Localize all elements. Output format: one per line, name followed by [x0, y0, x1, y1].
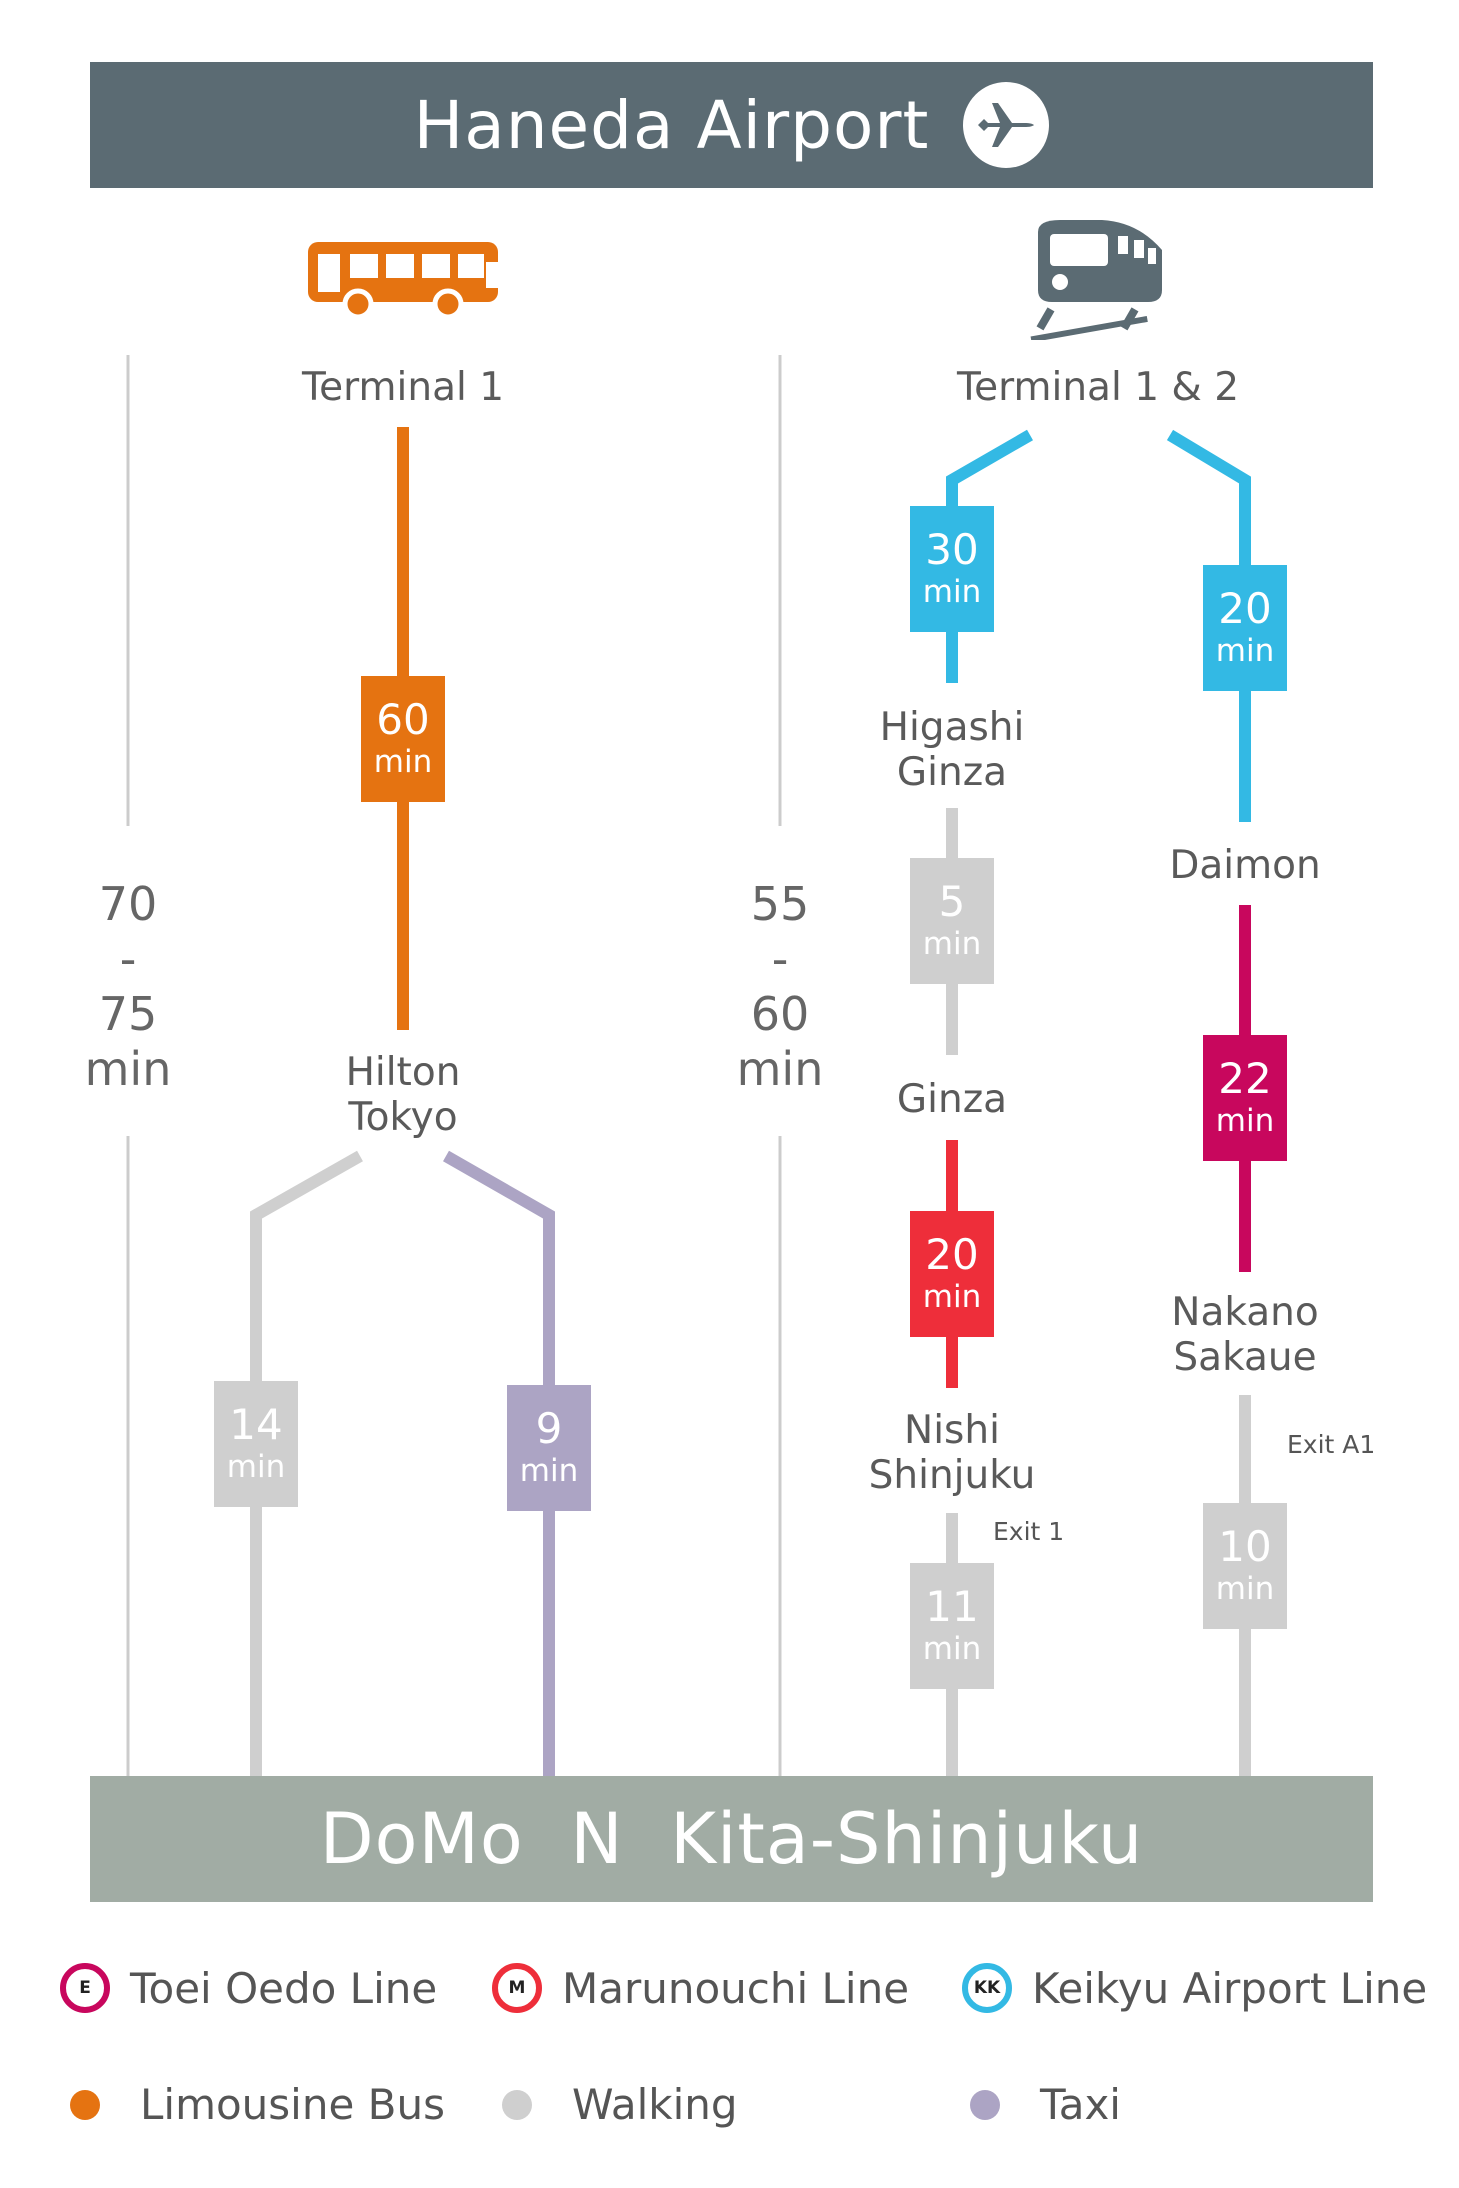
legend-walking: Walking [494, 2080, 738, 2129]
bus-icon [308, 238, 498, 324]
keikyu-line-right [1166, 429, 1251, 822]
train-icon [1030, 218, 1170, 344]
keikyu-badge-icon: KK [962, 1963, 1012, 2013]
bus-color-dot-icon [70, 2089, 100, 2120]
stop-daimon: Daimon [1169, 843, 1321, 888]
keikyu-time-badge-right: 20 min [1203, 565, 1287, 691]
walk-line-hilton [250, 1150, 363, 1776]
taxi-color-dot-icon [970, 2089, 1000, 2120]
marunouchi-time-badge: 20 min [910, 1211, 994, 1337]
walking-color-dot-icon [502, 2089, 532, 2120]
exit-label-nishi-shinjuku: Exit 1 [993, 1517, 1065, 1546]
walk-time-badge-hilton: 14 min [214, 1381, 298, 1507]
toei-oedo-badge-icon: E [60, 1963, 110, 2013]
walk-time-badge-ginza: 5 min [910, 858, 994, 984]
start-terminal-1: Terminal 1 [301, 365, 505, 410]
stop-nakano-sakaue: Nakano Sakaue [1171, 1290, 1319, 1380]
taxi-time-badge: 9 min [507, 1385, 591, 1511]
header-title: Haneda Airport [413, 86, 930, 164]
oedo-time-badge: 22 min [1203, 1035, 1287, 1161]
airplane-icon [963, 82, 1050, 168]
header-banner: Haneda Airport [90, 62, 1373, 188]
stop-ginza: Ginza [896, 1077, 1008, 1122]
destination-title: DoMo N Kita-Shinjuku [319, 1798, 1144, 1880]
walk-time-badge-nishi-shinjuku: 11 min [910, 1563, 994, 1689]
train-total-time: 55 - 60 min [736, 877, 824, 1096]
bus-total-time: 70 - 75 min [84, 877, 172, 1096]
legend-keikyu: KK Keikyu Airport Line [962, 1963, 1427, 2013]
legend-marunouchi: M Marunouchi Line [492, 1963, 909, 2013]
keikyu-time-badge-left: 30 min [910, 506, 994, 632]
stop-hilton-tokyo: Hilton Tokyo [345, 1050, 461, 1140]
taxi-line [443, 1150, 555, 1776]
walk-time-badge-nakano-sakaue: 10 min [1203, 1503, 1287, 1629]
legend-toei-oedo: E Toei Oedo Line [60, 1963, 437, 2013]
start-terminal-1-2: Terminal 1 & 2 [956, 365, 1240, 410]
legend-limousine-bus: Limousine Bus [62, 2080, 445, 2129]
stop-nishi-shinjuku: Nishi Shinjuku [868, 1408, 1036, 1498]
exit-label-nakano-sakaue: Exit A1 [1287, 1430, 1376, 1459]
footer-banner: DoMo N Kita-Shinjuku [90, 1776, 1373, 1902]
marunouchi-badge-icon: M [492, 1963, 542, 2013]
stop-higashi-ginza: Higashi Ginza [879, 705, 1025, 795]
legend-taxi: Taxi [962, 2080, 1121, 2129]
bus-time-badge: 60 min [361, 676, 445, 802]
